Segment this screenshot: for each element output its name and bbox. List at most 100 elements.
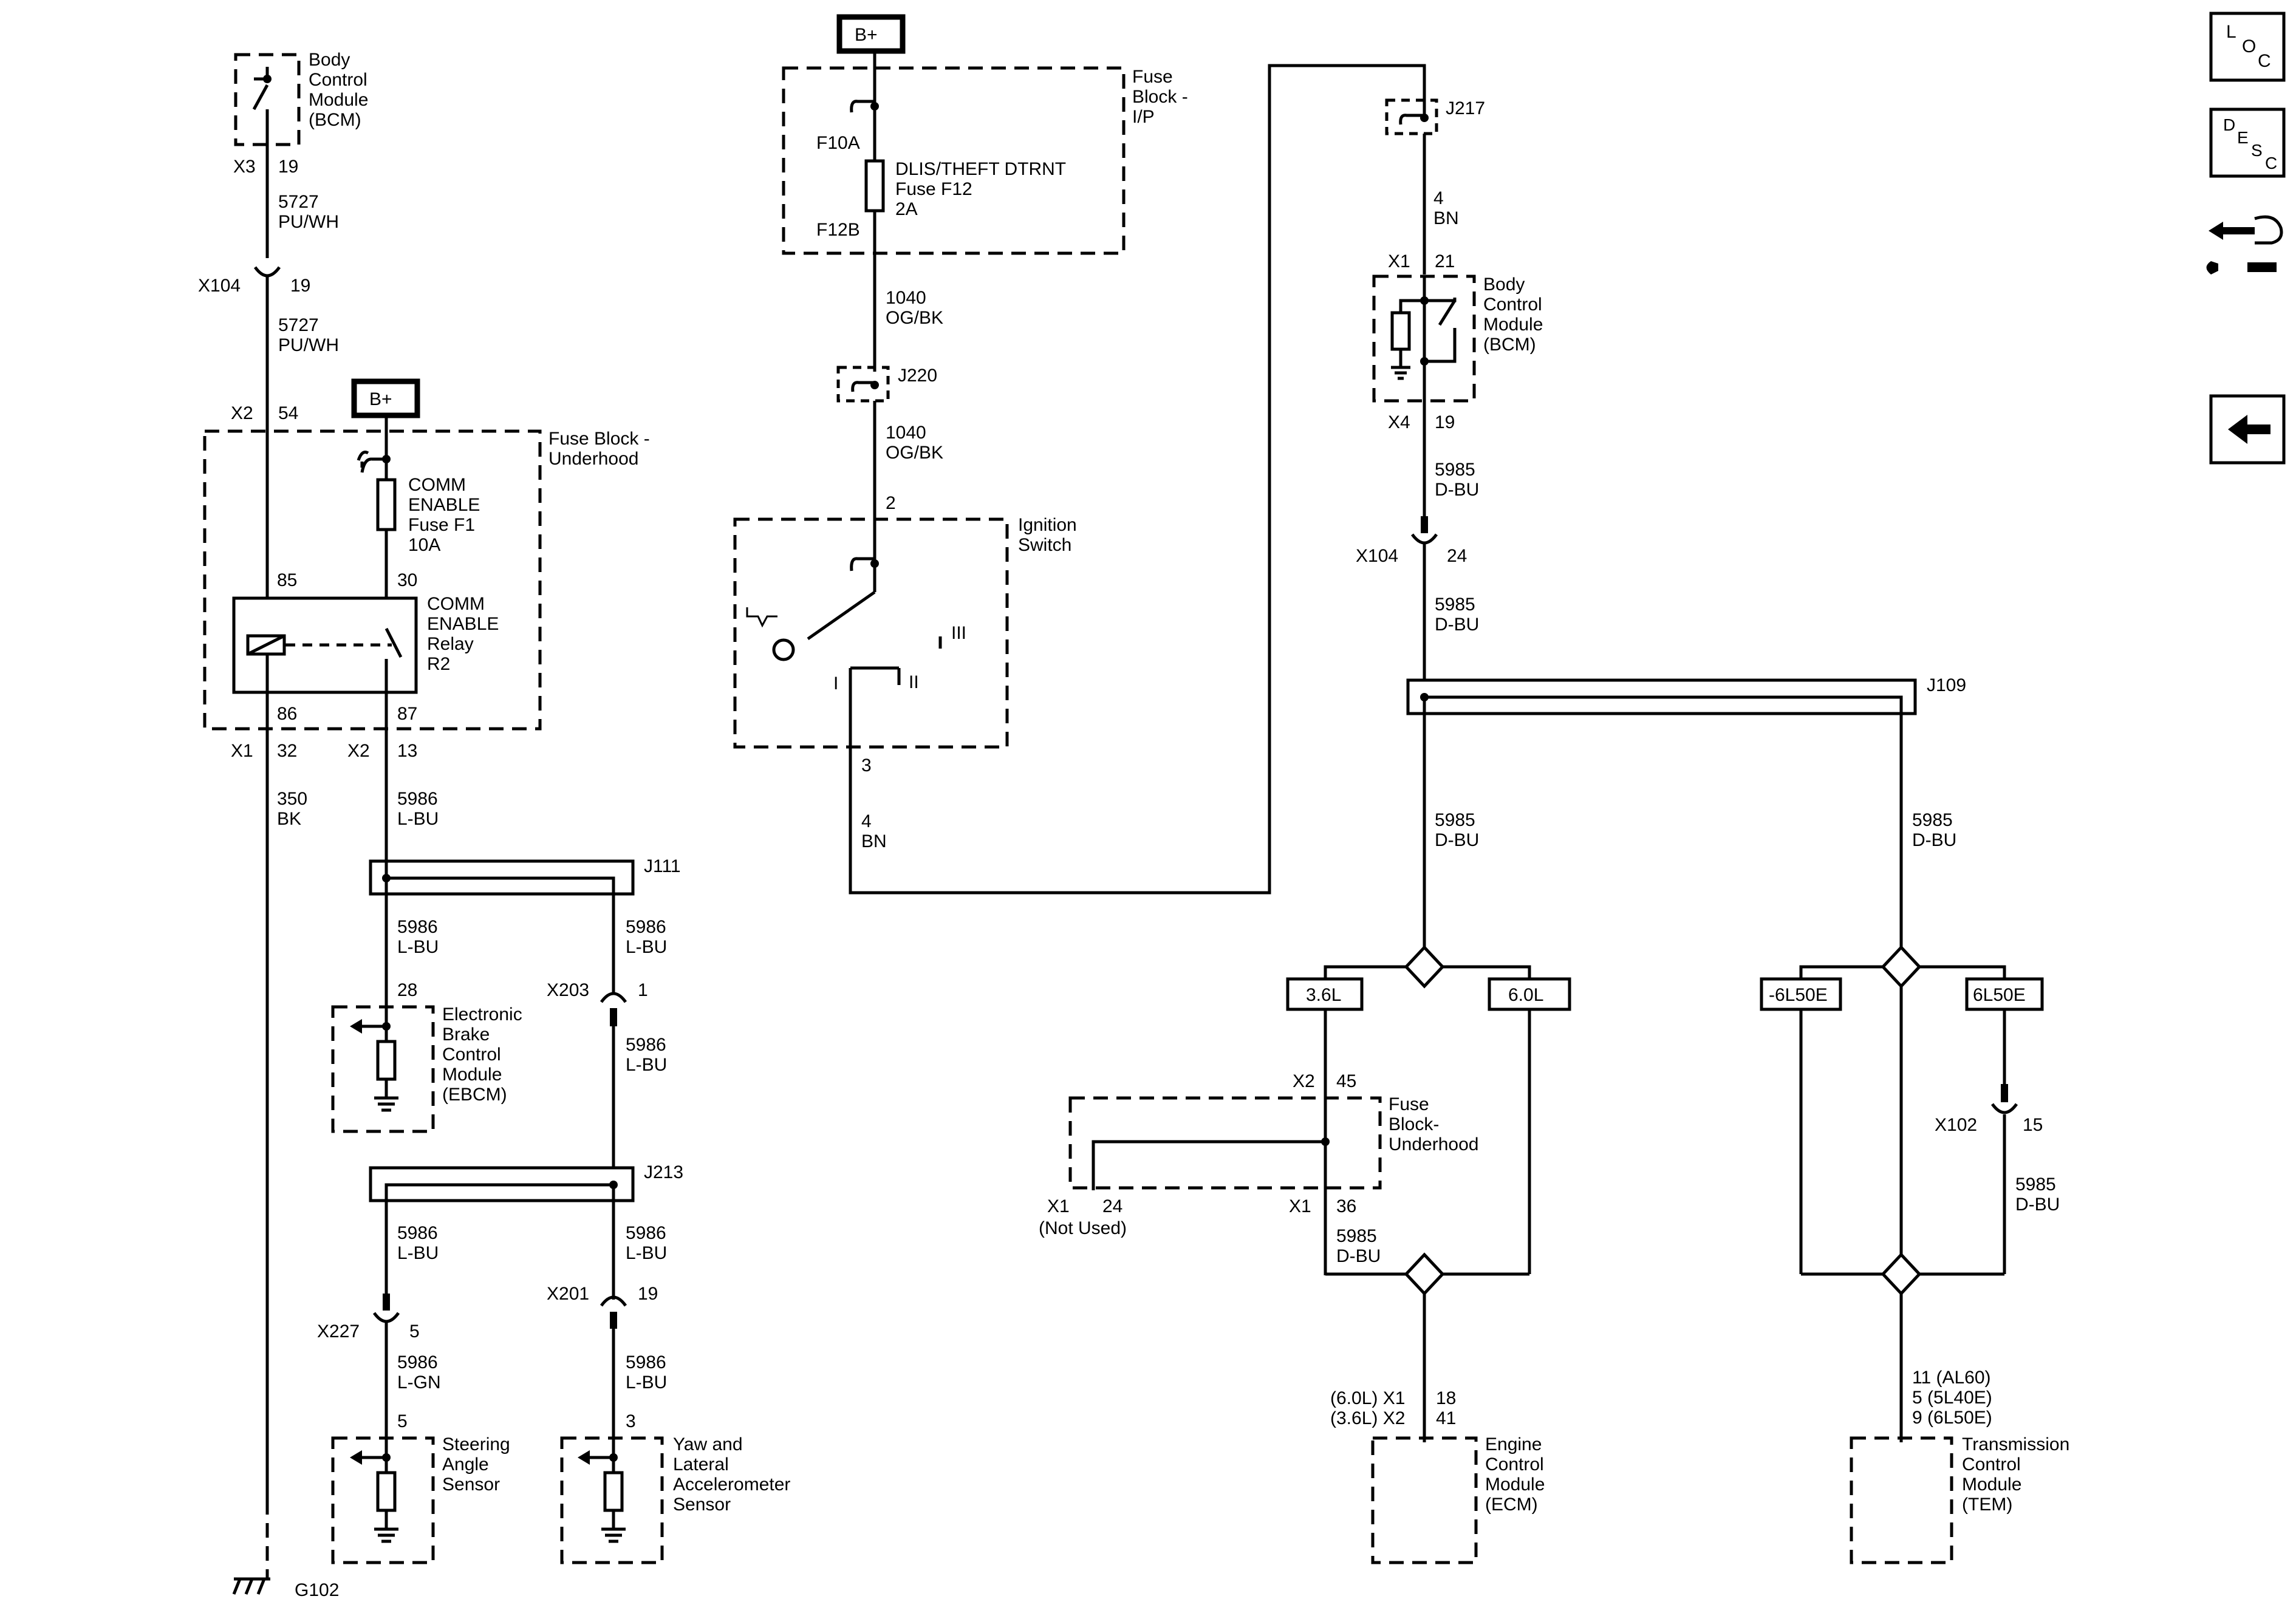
desc-e: E (2237, 128, 2249, 147)
loc-c: C (2258, 51, 2271, 71)
steering-angle-sensor[interactable] (331, 1436, 435, 1564)
wire-5986-e-color: L-BU (397, 1243, 439, 1263)
ecm-0: Engine (1485, 1434, 1542, 1454)
x104-a-pin: 19 (290, 276, 310, 296)
connector-end-view-icon[interactable] (2206, 215, 2283, 274)
wire-5986-c-num: 5986 (626, 917, 666, 937)
yaw-0: Yaw and (673, 1434, 743, 1454)
splice-j111[interactable]: J111 (369, 856, 681, 896)
x104-b-label: X104 (1356, 546, 1398, 566)
splice-j109[interactable] (1406, 678, 1917, 715)
fuse-f12-2: 2A (895, 199, 918, 219)
x2b-label: X2 (347, 741, 370, 761)
wire-5986-a-color: L-BU (397, 809, 439, 829)
wire-5985-a-color: D-BU (1435, 480, 1479, 500)
x1-label: X1 (231, 741, 253, 761)
fuse-block-ip[interactable] (782, 66, 1126, 372)
tcm-pin-0: 11 (AL60) (1912, 1368, 1991, 1388)
x203-label: X203 (547, 980, 589, 1000)
ebcm-3: Module (442, 1065, 502, 1085)
bplus-box-left: B+ (351, 378, 420, 418)
wire-1040-b-num: 1040 (886, 423, 926, 443)
fuse-block-underhood-2[interactable] (1068, 1096, 1382, 1190)
back-button[interactable] (2209, 394, 2286, 465)
wire-5986-a-num: 5986 (397, 789, 438, 809)
connector-x201[interactable] (600, 1295, 627, 1329)
relay-r2[interactable] (232, 596, 418, 694)
option-minus-6l50e: -6L50E (1769, 985, 1828, 1005)
fbu2-2: Underhood (1389, 1134, 1478, 1154)
engine-control-module[interactable] (1371, 1436, 1478, 1564)
j109-label: J109 (1927, 675, 1966, 695)
yaw-sensor[interactable] (560, 1436, 664, 1564)
x102-pin: 15 (2023, 1115, 2043, 1135)
tcm-pin-1: 5 (5L40E) (1912, 1388, 1992, 1408)
splice-j220[interactable] (836, 366, 890, 403)
fuse-block-underhood[interactable]: Fuse Block - Underhood (203, 429, 650, 731)
ecm-conn-1: (3.6L) X2 (1330, 1408, 1405, 1428)
bcm2-3: (BCM) (1483, 335, 1536, 355)
relay-r2-2: Relay (427, 634, 474, 654)
x227-pin: 5 (409, 1321, 420, 1342)
wire-5986-d-color: L-BU (626, 1055, 667, 1075)
loc-button[interactable]: L O C (2209, 12, 2286, 82)
wire-5985-d-num: 5985 (1912, 810, 1953, 830)
fbu2-x1b: X1 (1289, 1196, 1311, 1216)
j220-label: J220 (898, 366, 937, 386)
wire-1040-a-num: 1040 (886, 288, 926, 308)
fuse-f1-3: 10A (408, 535, 440, 555)
yaw-pin: 3 (626, 1411, 636, 1431)
wire-4bn-a[interactable] (849, 64, 1426, 895)
desc-button[interactable]: D E S C (2209, 107, 2286, 178)
wire-5985-c-color: D-BU (1435, 830, 1479, 850)
sas-2: Sensor (442, 1475, 500, 1495)
fuse-f12-1: Fuse F12 (895, 179, 972, 199)
wire-5985-b-color: D-BU (1435, 615, 1479, 635)
ign-pos-iii: III (951, 623, 966, 643)
ign-pos-i: I (833, 673, 838, 694)
ebcm-2: Control (442, 1045, 501, 1065)
option-branch-engine[interactable] (1286, 945, 1571, 1442)
transmission-control-module[interactable] (1850, 1436, 1953, 1564)
ign-pin2: 2 (886, 493, 896, 513)
bplus-box-mid: B+ (836, 14, 906, 54)
connector-x203[interactable] (600, 992, 627, 1026)
bcm-right-component[interactable] (1372, 274, 1476, 403)
tcm-0: Transmission (1962, 1434, 2069, 1454)
relay-r2-0: COMM (427, 594, 485, 614)
ignition-switch[interactable] (733, 517, 1009, 749)
bcm2-pin21: 21 (1435, 251, 1455, 271)
fbu2-pin24: 24 (1102, 1196, 1122, 1216)
fbu-title-0: Fuse Block - (548, 429, 650, 449)
x102-label: X102 (1935, 1115, 1977, 1135)
fbip-0: Fuse (1132, 67, 1173, 87)
relay-pin30: 30 (397, 570, 417, 590)
ign-pin3: 3 (861, 755, 872, 776)
fuse-f1-1: ENABLE (408, 495, 480, 515)
fuse-f1[interactable] (357, 451, 397, 598)
splice-j217[interactable] (1385, 98, 1438, 135)
ign-title-1: Switch (1018, 535, 1071, 555)
ebcm-component[interactable] (331, 1005, 435, 1133)
bplus-mid-label: B+ (855, 25, 878, 45)
wire-350-num: 350 (277, 789, 307, 809)
wire-5985-f-color: D-BU (2015, 1195, 2060, 1215)
wire-5986-h-num: 5986 (626, 1352, 666, 1372)
fbu2-0: Fuse (1389, 1094, 1429, 1114)
connector-x227[interactable] (372, 1294, 400, 1323)
yaw-1: Lateral (673, 1454, 729, 1475)
j217-label: J217 (1446, 98, 1485, 118)
back-arrow-icon (2228, 415, 2270, 444)
relay-pin86: 86 (277, 704, 297, 724)
bcm2-1: Control (1483, 295, 1542, 315)
connector-x104-a[interactable] (253, 266, 281, 278)
option-branch-transmission[interactable] (1760, 945, 2044, 1442)
wire-5986-b-color: L-BU (397, 937, 439, 957)
splice-j213[interactable]: J213 (369, 1162, 683, 1202)
x227-label: X227 (317, 1321, 360, 1342)
bcm-top-component[interactable]: Body Control Module (BCM) (234, 50, 368, 146)
connector-x104-b[interactable] (1410, 516, 1438, 545)
ecm-3: (ECM) (1485, 1495, 1538, 1515)
bplus-left-label: B+ (369, 389, 392, 409)
fbu2-pin36: 36 (1336, 1196, 1356, 1216)
